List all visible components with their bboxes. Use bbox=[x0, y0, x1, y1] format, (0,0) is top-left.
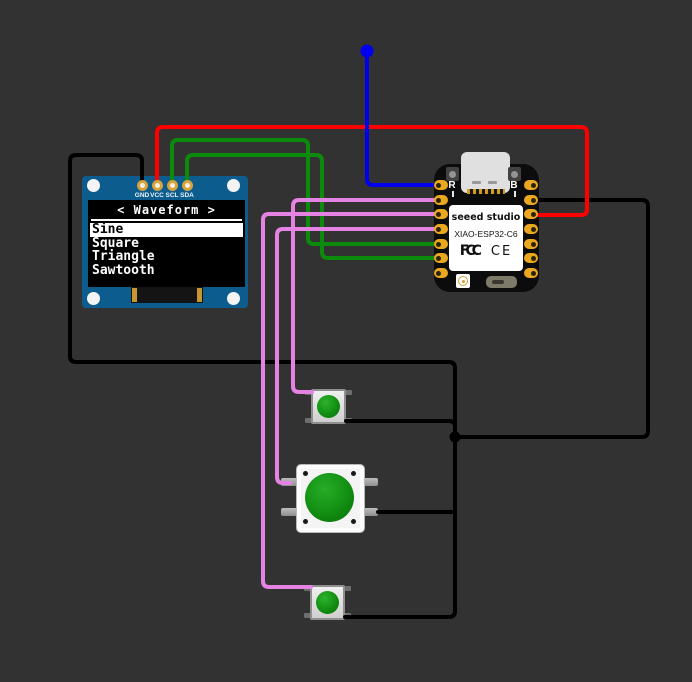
oled-pin-vcc[interactable] bbox=[151, 179, 163, 191]
silkscreen-label: seeed studio XIAO-ESP32-C6 FCC CE bbox=[449, 205, 523, 271]
mounting-hole bbox=[227, 179, 240, 192]
oled-menu-divider bbox=[91, 219, 242, 221]
mounting-hole bbox=[227, 292, 240, 305]
usb-solder-fingers bbox=[467, 189, 505, 194]
screw bbox=[303, 471, 308, 476]
wire-btn-top-black[interactable] bbox=[344, 419, 457, 439]
ce-logo: CE bbox=[490, 243, 513, 259]
reset-button-tick bbox=[452, 191, 454, 197]
xiao-left-pin-1[interactable] bbox=[434, 180, 448, 190]
xiao-left-pin-7[interactable] bbox=[434, 268, 448, 278]
brand-text: seeed studio bbox=[451, 212, 521, 223]
xiao-right-pin-1[interactable] bbox=[524, 180, 538, 190]
oled-menu-title: < Waveform > bbox=[117, 203, 216, 217]
pushbutton-middle-cap[interactable] bbox=[305, 473, 354, 522]
model-text: XIAO-ESP32-C6 bbox=[454, 229, 518, 239]
oled-menu-item: Sawtooth bbox=[92, 262, 155, 278]
xiao-right-pin-4[interactable] bbox=[524, 224, 538, 234]
mounting-hole bbox=[87, 179, 100, 192]
pushbutton-top-cap[interactable] bbox=[317, 395, 340, 418]
wire-magenta-btn-middle[interactable] bbox=[275, 227, 442, 485]
screw bbox=[351, 519, 356, 524]
screw bbox=[303, 519, 308, 524]
xiao-left-pin-4[interactable] bbox=[434, 224, 448, 234]
blue-wire-endpoint[interactable] bbox=[360, 44, 374, 58]
battery-connector bbox=[486, 276, 517, 288]
oled-pin-scl[interactable] bbox=[166, 179, 178, 191]
antenna-connector bbox=[456, 274, 470, 288]
boot-button-tick bbox=[514, 191, 516, 197]
fcc-logo: FCC bbox=[459, 243, 482, 259]
xiao-right-pin-7[interactable] bbox=[524, 268, 538, 278]
wire-magenta-btn-top[interactable] bbox=[291, 198, 442, 394]
screw bbox=[351, 471, 356, 476]
wire-junction-dot[interactable] bbox=[449, 431, 461, 443]
boot-button[interactable] bbox=[508, 167, 521, 181]
xiao-left-pin-5[interactable] bbox=[434, 239, 448, 249]
btn-bot-pin-bl[interactable] bbox=[304, 613, 312, 618]
xiao-right-pin-3[interactable] bbox=[524, 209, 538, 219]
pin-label-sda: SDA bbox=[180, 192, 194, 199]
xiao-right-pin-6[interactable] bbox=[524, 253, 538, 263]
boot-button-label: B bbox=[510, 180, 518, 191]
xiao-right-pin-2[interactable] bbox=[524, 195, 538, 205]
oled-menu-item: Sine bbox=[90, 223, 243, 237]
oled-pin-gnd[interactable] bbox=[136, 179, 148, 191]
oled-flex-connector bbox=[131, 287, 203, 303]
reset-button[interactable] bbox=[446, 167, 459, 181]
xiao-right-pin-5[interactable] bbox=[524, 239, 538, 249]
wire-blue[interactable] bbox=[365, 50, 442, 187]
oled-menu-item: Triangle bbox=[92, 249, 155, 264]
xiao-left-pin-2[interactable] bbox=[434, 195, 448, 205]
usb-c-connector bbox=[461, 152, 510, 193]
oled-pin-sda[interactable] bbox=[181, 179, 193, 191]
oled-menu-list: Sine Square Triangle Sawtooth bbox=[88, 223, 245, 277]
oled-menu-item: Square bbox=[92, 235, 139, 251]
oled-screen: < Waveform > Sine Square Triangle Sawtoo… bbox=[88, 200, 245, 287]
mounting-hole bbox=[87, 292, 100, 305]
pushbutton-bottom-cap[interactable] bbox=[316, 591, 339, 614]
xiao-left-pin-6[interactable] bbox=[434, 253, 448, 263]
xiao-left-pin-3[interactable] bbox=[434, 209, 448, 219]
